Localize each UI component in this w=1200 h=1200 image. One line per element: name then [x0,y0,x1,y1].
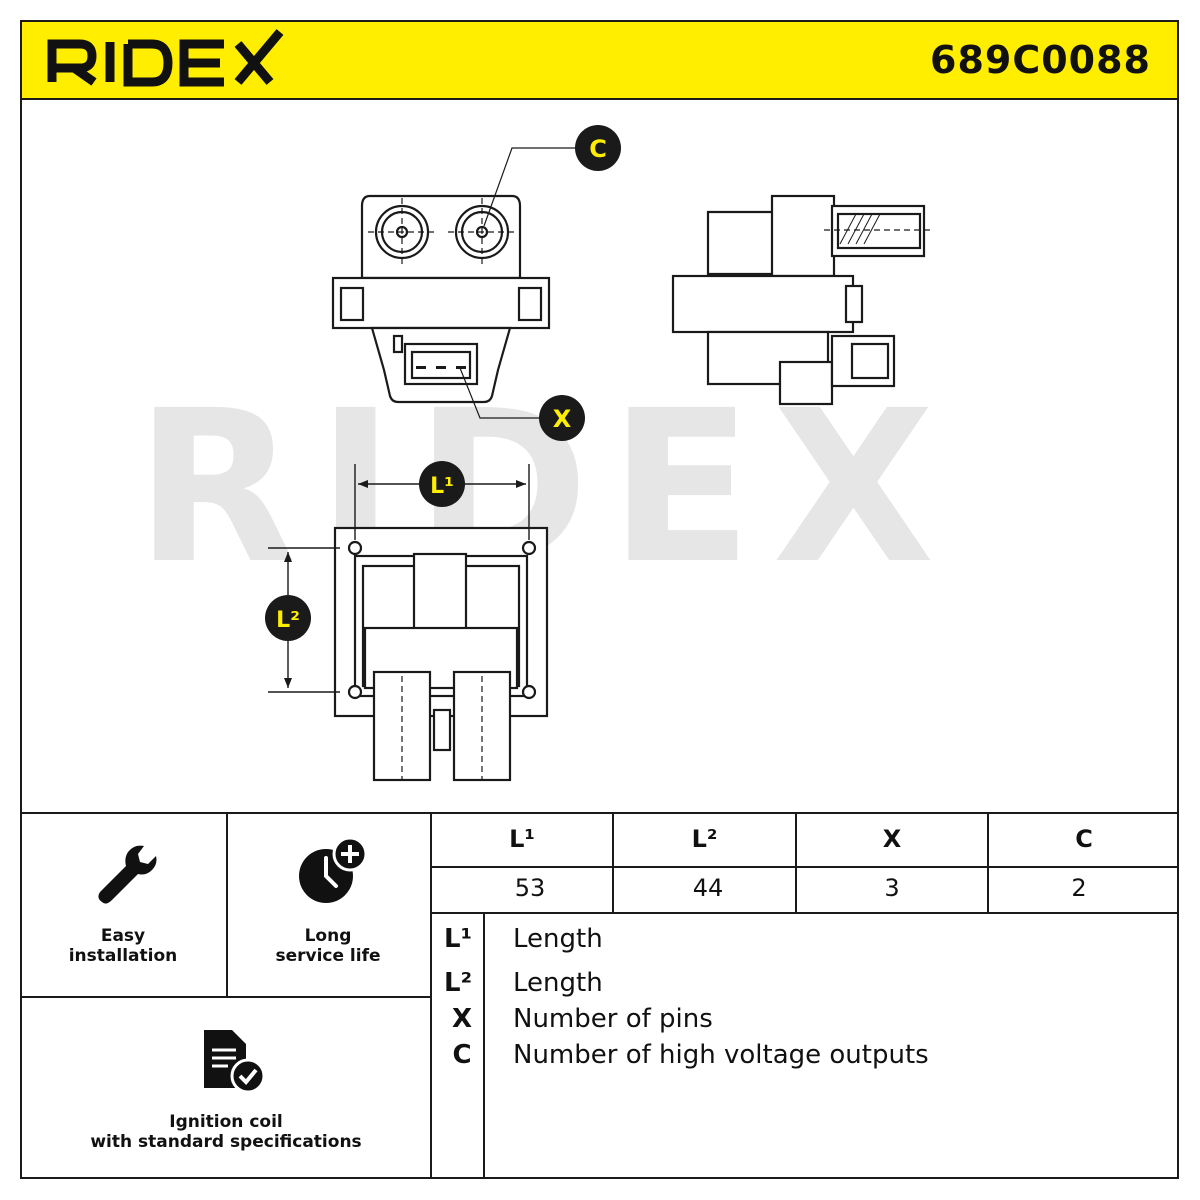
legend-desc-l2: Length [513,968,603,998]
clock-plus-icon [299,836,368,903]
part-number: 689C0088 [930,38,1151,82]
front-view-flange [331,276,551,330]
legend-key-l1: L¹ [444,924,472,954]
feature-label-standard: Ignition coil with standard specificatio… [90,1112,362,1152]
legend-key-l2: L² [444,968,472,998]
divider-features-specs [430,812,432,1179]
spec-header-l2: L² [691,825,718,853]
spec-value-x: 3 [884,874,900,902]
callout-x-badge: X [539,395,585,441]
divider-bottom-section [20,812,1179,814]
side-view-body [706,210,782,276]
divider-spec-col-3 [987,812,989,912]
spec-value-c: 2 [1071,874,1087,902]
callout-l1-badge: L¹ [419,461,465,507]
spec-value-l2: 44 [692,874,724,902]
divider-features-row [20,996,431,998]
callout-c-label: C [589,135,607,163]
divider-spec-values [430,912,1179,914]
callout-l2-badge: L² [265,595,311,641]
spec-header-c: C [1075,825,1093,853]
divider-spec-col-1 [612,812,614,912]
spec-value-l1: 53 [514,874,546,902]
callout-c-badge: C [575,125,621,171]
side-view-tower [770,194,836,278]
legend-key-x: X [451,1004,473,1034]
header-bar: 689C0088 [20,20,1179,100]
divider-legend-key [483,912,485,1179]
wrench-icon [98,845,157,904]
ridex-logo [47,29,284,87]
callout-l2-label: L² [276,608,300,633]
legend-desc-c: Number of high voltage outputs [513,1040,929,1070]
legend-key-c: C [452,1040,472,1070]
legend-desc-x: Number of pins [513,1004,713,1034]
spec-header-l1: L¹ [509,825,535,853]
legend-desc-l1: Length [513,924,603,954]
feature-label-easy: Easy installation [68,926,178,966]
document-check-icon [204,1030,266,1094]
feature-label-long: Long service life [275,926,381,966]
side-view-flange [671,274,855,334]
callout-x-label: X [553,405,572,433]
divider-feature-1-2 [226,812,228,996]
spec-header-x: X [882,825,902,853]
divider-spec-header [430,866,1179,868]
divider-spec-col-2 [795,812,797,912]
callout-l1-label: L¹ [430,474,454,499]
